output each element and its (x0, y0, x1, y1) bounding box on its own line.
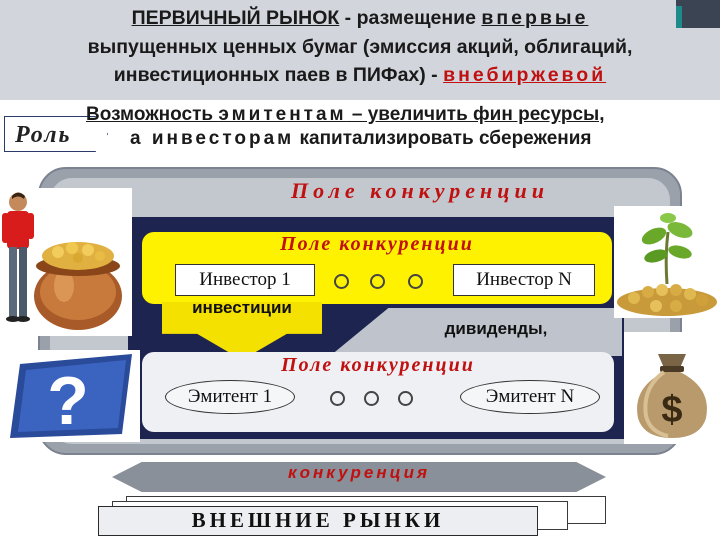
role-line1-emphasis: эмитентам (218, 104, 347, 125)
issuer-last-box: Эмитент N (460, 380, 600, 414)
issuer-first-box: Эмитент 1 (165, 380, 295, 414)
ellipsis-dot (408, 274, 423, 289)
role-line1-suffix: – увеличить фин ресурсы, (346, 104, 605, 125)
role-line2-suffix: капитализировать сбережения (294, 128, 592, 149)
svg-text:$: $ (661, 389, 682, 431)
man-with-coin-pot-icon (0, 188, 132, 336)
header-title: ПЕРВИЧНЫЙ РЫНОК (131, 7, 340, 29)
header-line-2: выпущенных ценных бумаг (эмиссия акций, … (87, 36, 633, 58)
svg-text:?: ? (47, 363, 89, 439)
header-line-3: инвестиционных паев в ПИФах) - внебиржев… (0, 64, 720, 87)
investor-field-title: Поле конкуренции (280, 233, 474, 255)
ellipsis-dot (370, 274, 385, 289)
role-line2-emphasis: а инвесторам (130, 128, 295, 149)
role-line-2: а инвесторам капитализировать сбережения (130, 128, 592, 150)
dollar-money-bag-icon: $ (624, 332, 720, 444)
header-line3-emphasis: внебиржевой (443, 64, 607, 86)
header-line-1: ПЕРВИЧНЫЙ РЫНОК - размещение впервые (0, 7, 720, 30)
role-line1-prefix: Возможность (86, 104, 219, 125)
external-markets-label: ВНЕШНИЕ РЫНКИ (98, 506, 538, 536)
role-label: Роль (4, 116, 108, 152)
dividends-label: дивиденды, (444, 319, 548, 338)
ellipsis-dot (364, 391, 379, 406)
outer-competition-title: Поле конкуренции (291, 178, 549, 203)
header-corner-decoration (676, 0, 720, 28)
header-line3-prefix: инвестиционных паев в ПИФах) - (113, 64, 444, 86)
ellipsis-dot (334, 274, 349, 289)
header-line1-middle: - размещение (339, 7, 482, 29)
competition-label: конкуренция (287, 463, 431, 482)
competition-arrow (112, 462, 606, 492)
header-band (0, 0, 720, 100)
role-line-1: Возможность эмитентам – увеличить фин ре… (86, 104, 605, 126)
question-mark-icon: ? (6, 350, 140, 442)
ellipsis-dot (398, 391, 413, 406)
investor-first-box: Инвестор 1 (175, 264, 315, 296)
investments-label: инвестиции (192, 298, 292, 317)
header-line1-emphasis: впервые (481, 7, 589, 29)
issuer-field-title: Поле конкуренции (281, 354, 475, 376)
money-tree-icon (614, 206, 720, 318)
header-corner-accent (676, 6, 682, 28)
investor-last-box: Инвестор N (453, 264, 595, 296)
ellipsis-dot (330, 391, 345, 406)
